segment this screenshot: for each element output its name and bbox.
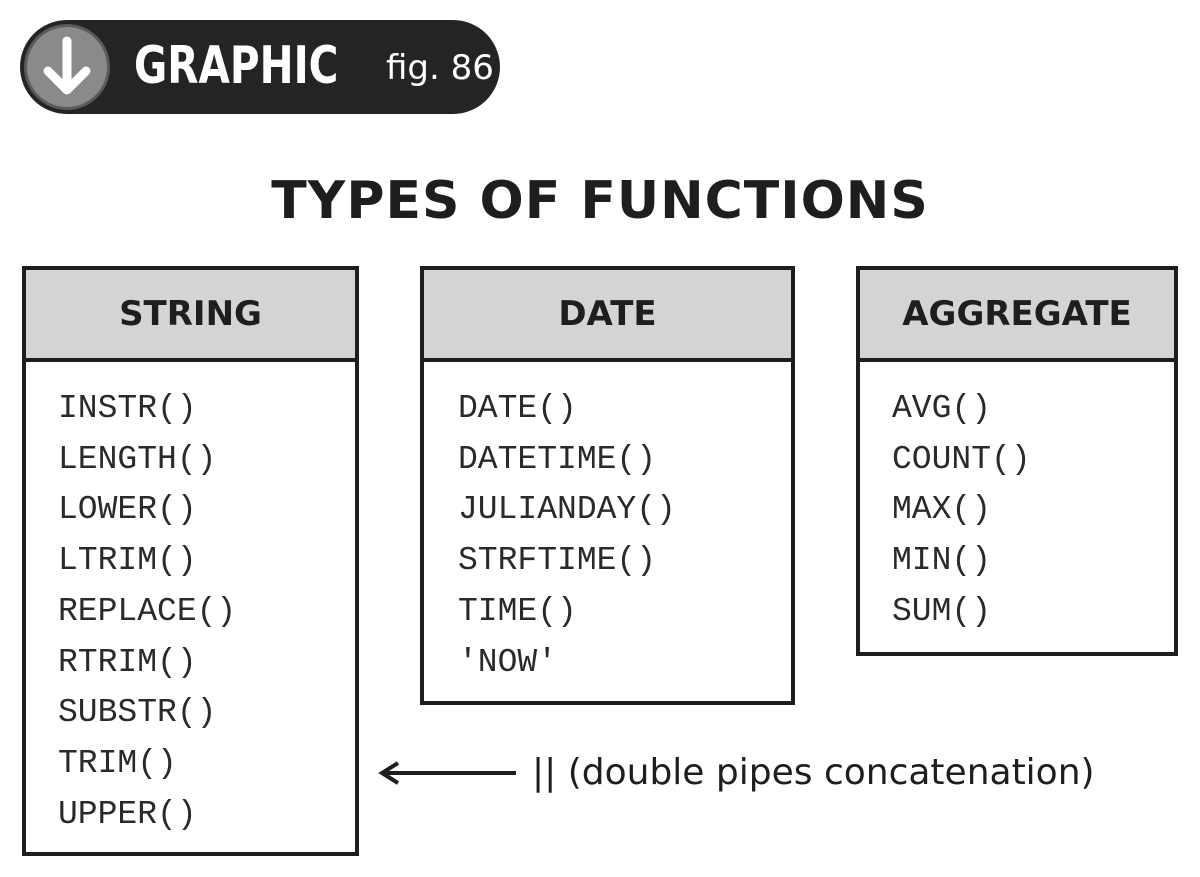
- function-item: LTRIM(): [58, 542, 197, 580]
- function-item: 'NOW': [458, 643, 558, 681]
- function-item: RTRIM(): [58, 643, 197, 681]
- function-item: REPLACE(): [58, 592, 237, 630]
- string-box-heading: STRING: [26, 270, 355, 362]
- badge-word: GRAPHIC: [134, 36, 339, 96]
- function-item: STRFTIME(): [458, 542, 657, 580]
- left-arrow-icon: [378, 761, 516, 785]
- function-item: LOWER(): [58, 491, 197, 529]
- date-functions-box: DATE DATE() DATETIME() JULIANDAY() STRFT…: [420, 266, 795, 705]
- down-arrow-circle-icon: [24, 24, 110, 110]
- diagram-title: TYPES OF FUNCTIONS: [271, 171, 929, 231]
- date-box-heading: DATE: [424, 270, 791, 362]
- date-function-list: DATE() DATETIME() JULIANDAY() STRFTIME()…: [424, 362, 791, 688]
- figure-number: fig. 86: [386, 48, 494, 88]
- function-item: MIN(): [892, 542, 992, 580]
- concatenation-note: || (double pipes concatenation): [532, 752, 1095, 793]
- function-item: JULIANDAY(): [458, 491, 676, 529]
- function-item: DATE(): [458, 390, 577, 427]
- string-functions-box: STRING INSTR() LENGTH() LOWER() LTRIM() …: [22, 266, 359, 856]
- string-function-list: INSTR() LENGTH() LOWER() LTRIM() REPLACE…: [26, 362, 355, 840]
- graphic-badge: GRAPHIC fig. 86: [20, 20, 500, 114]
- function-item: TRIM(): [58, 744, 177, 782]
- aggregate-function-list: AVG() COUNT() MAX() MIN() SUM(): [860, 362, 1174, 638]
- function-item: SUBSTR(): [58, 694, 217, 732]
- function-item: UPPER(): [58, 795, 197, 833]
- function-item: LENGTH(): [58, 440, 217, 478]
- function-item: INSTR(): [58, 390, 197, 427]
- function-item: SUM(): [892, 592, 992, 630]
- aggregate-functions-box: AGGREGATE AVG() COUNT() MAX() MIN() SUM(…: [856, 266, 1178, 656]
- function-item: COUNT(): [892, 440, 1031, 478]
- function-item: DATETIME(): [458, 440, 657, 478]
- aggregate-box-heading: AGGREGATE: [860, 270, 1174, 362]
- function-item: MAX(): [892, 491, 992, 529]
- function-item: TIME(): [458, 592, 577, 630]
- function-item: AVG(): [892, 390, 992, 427]
